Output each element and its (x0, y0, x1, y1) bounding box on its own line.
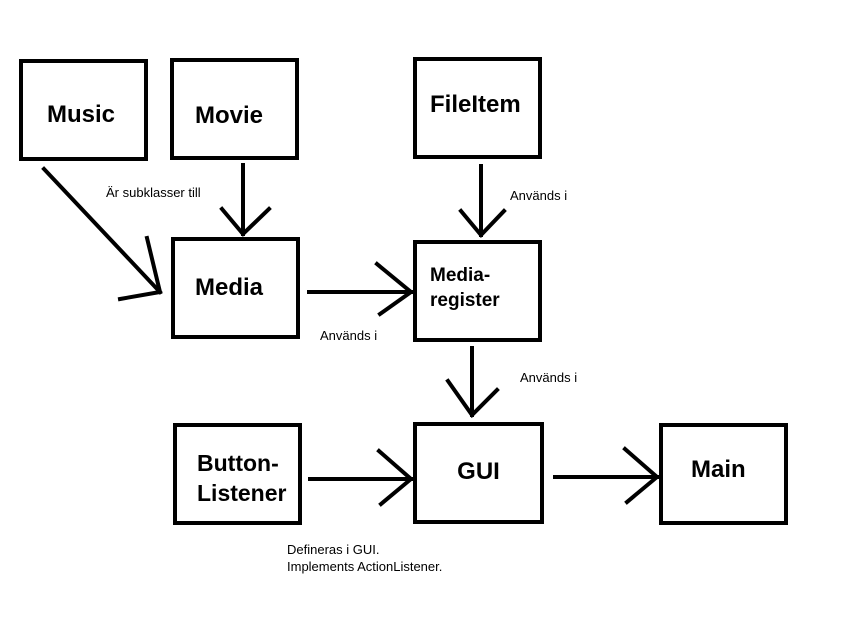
node-media-label: Media (195, 274, 264, 301)
arrowhead-movie-to-media (219, 206, 272, 237)
node-main: Main (659, 423, 788, 525)
edge-label-used-register: Används i (520, 370, 578, 385)
edge-label-subclass: Är subklasser till (106, 185, 201, 200)
node-media: Media (171, 237, 300, 339)
node-mediaregister-text: Media- register (430, 264, 500, 313)
edge-label-used-fileitem: Används i (510, 188, 568, 203)
node-fileitem-label: FileItem (430, 91, 521, 118)
arrowhead-buttonlistener-to-gui (376, 448, 415, 507)
node-music: Music (19, 59, 148, 161)
edge-label-used-media: Används i (320, 328, 378, 343)
node-gui: GUI (413, 422, 544, 524)
node-mediaregister: Media- register (413, 240, 542, 342)
node-mediaregister-line1: Media- (430, 265, 491, 286)
arrow-music-to-media (41, 166, 163, 295)
arrowhead-mediaregister-to-gui (445, 378, 500, 419)
node-main-label: Main (691, 456, 746, 483)
node-fileitem: FileItem (413, 57, 542, 159)
arrowhead-media-to-mediaregister (374, 261, 415, 317)
node-buttonlistener-line2: Listener (197, 479, 287, 506)
edge-label-defined: Defineras i GUI. Implements ActionListen… (287, 541, 442, 575)
edge-label-defined-line2: Implements ActionListener. (287, 559, 443, 574)
arrowhead-gui-to-main (622, 446, 661, 505)
node-movie: Movie (170, 58, 299, 160)
edge-label-defined-line1: Defineras i GUI. (287, 542, 380, 557)
arrowhead-fileitem-to-mediaregister (458, 208, 507, 238)
node-movie-label: Movie (195, 102, 264, 129)
node-gui-label: GUI (457, 458, 500, 485)
node-mediaregister-line2: register (430, 289, 500, 311)
node-music-label: Music (47, 101, 116, 128)
node-buttonlistener: Button- Listener (173, 423, 302, 525)
arrowhead-music-to-media (117, 235, 163, 302)
node-buttonlistener-line1: Button- (197, 450, 279, 476)
node-buttonlistener-text: Button- Listener (197, 449, 286, 509)
